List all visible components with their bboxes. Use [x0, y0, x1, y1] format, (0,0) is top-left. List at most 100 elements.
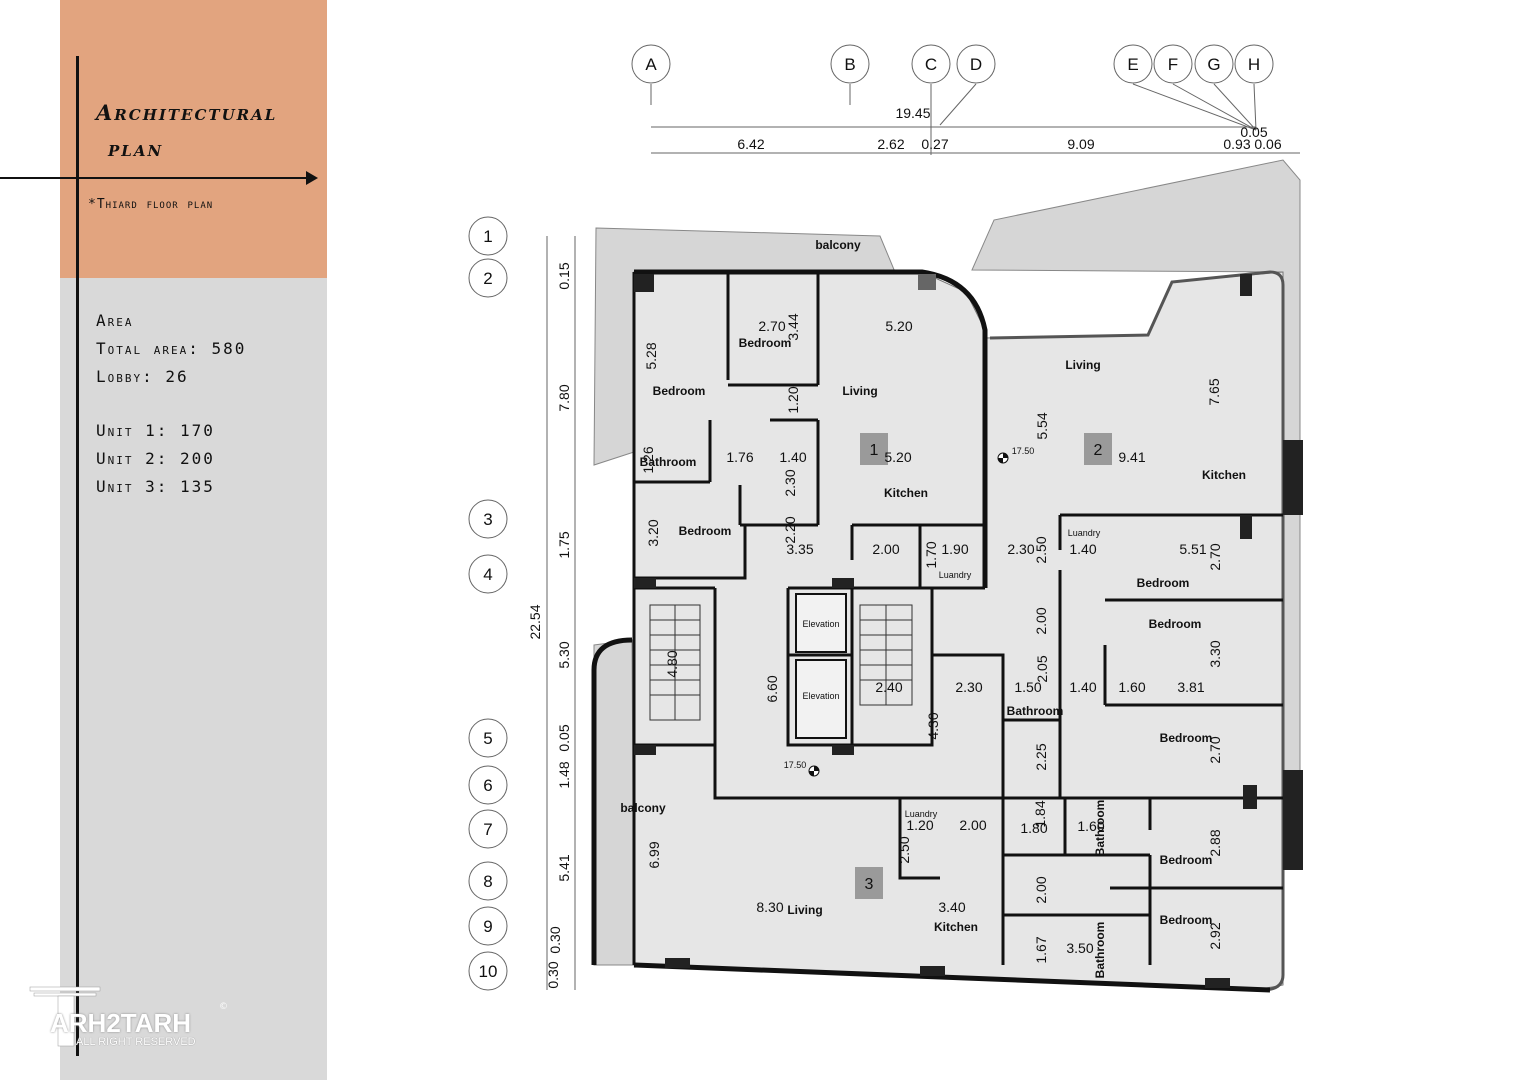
room-dimension-label: 2.00: [872, 541, 899, 557]
elevator-shafts: [795, 593, 847, 739]
left-dimension-label: 5.30: [556, 641, 572, 668]
room-dimension-label: 2.30: [1007, 541, 1034, 557]
grid-column-d: D: [956, 44, 996, 84]
room-dimension-label: 2.92: [1207, 922, 1223, 949]
room-dimension-label: 5.20: [885, 318, 912, 334]
kitchen-label: Kitchen: [1202, 468, 1246, 482]
svg-text:H: H: [1248, 55, 1260, 74]
bedroom-label: Bedroom: [679, 524, 732, 538]
sidebar: [60, 0, 327, 1080]
svg-text:17.50: 17.50: [1012, 446, 1035, 456]
room-dimension-label: 5.51: [1179, 541, 1206, 557]
svg-text:F: F: [1168, 55, 1178, 74]
left-dimension-label: 0.30: [545, 961, 561, 988]
dimension-lines: [546, 83, 1300, 990]
top-dimension-label: 0.27: [921, 136, 948, 152]
room-dimension-label: 2.30: [955, 679, 982, 695]
kitchen-label: Kitchen: [934, 920, 978, 934]
grid-row-3: 3: [468, 499, 508, 539]
svg-text:5: 5: [483, 729, 492, 748]
svg-text:7: 7: [483, 820, 492, 839]
grid-row-5: 5: [468, 718, 508, 758]
left-dimension-label: 7.80: [556, 384, 572, 411]
room-dimension-label: 1.26: [640, 446, 656, 473]
room-dimension-label: 4.30: [925, 712, 941, 739]
svg-text:3: 3: [865, 876, 874, 893]
room-dimension-label: 2.00: [1033, 607, 1049, 634]
laundry-label: Luandry: [1068, 528, 1101, 538]
balcony-label: balcony: [815, 238, 861, 252]
room-dimension-label: 1.70: [923, 541, 939, 568]
room-dimension-label: 2.00: [959, 817, 986, 833]
svg-text:1: 1: [483, 227, 492, 246]
room-dimension-label: 6.60: [764, 675, 780, 702]
room-dimension-label: 6.99: [646, 841, 662, 868]
svg-text:2: 2: [1094, 442, 1103, 459]
left-dimension-label: 0.30: [547, 926, 563, 953]
grid-column-g: G: [1194, 44, 1234, 84]
area-heading: Area: [96, 311, 134, 330]
svg-text:G: G: [1207, 55, 1220, 74]
stairs-left: [649, 604, 701, 721]
grid-column-a: A: [631, 44, 671, 84]
sidebar-vertical-line: [76, 56, 79, 1056]
room-dimension-label: 1.60: [1077, 818, 1104, 834]
room-dimension-label: 2.50: [896, 836, 912, 863]
room-dimension-label: 1.20: [906, 817, 933, 833]
logo-text: ARH2TARH: [50, 1008, 192, 1038]
room-dimension-label: 1.50: [1014, 679, 1041, 695]
left-dimension-label: 5.41: [556, 854, 572, 881]
room-dimension-label: 3.20: [645, 519, 661, 546]
grid-row-8: 8: [468, 861, 508, 901]
level-marker: 17.50: [784, 760, 820, 777]
room-dimension-label: 5.20: [884, 449, 911, 465]
exterior-wall-unit2: [989, 270, 1285, 992]
bathroom-label: Bathroom: [1093, 800, 1107, 857]
room-dimension-label: 2.30: [782, 469, 798, 496]
room-dimension-label: 3.44: [785, 313, 801, 340]
room-dimension-label: 2.00: [1033, 876, 1049, 903]
living-label: Living: [1065, 358, 1100, 372]
balcony-label: balcony: [620, 801, 666, 815]
elevation-label: Elevation: [802, 691, 839, 701]
top-dimension-label: 2.62: [877, 136, 904, 152]
bedroom-label: Bedroom: [1160, 913, 1213, 927]
left-dimension-label: 22.54: [527, 604, 543, 639]
living-label: Living: [842, 384, 877, 398]
plan-title-line1: Architectural: [96, 100, 278, 125]
room-dimension-label: 2.25: [1033, 743, 1049, 770]
left-dimension-label: 0.15: [556, 262, 572, 289]
svg-text:1: 1: [870, 442, 879, 459]
elevation-label: Elevation: [802, 619, 839, 629]
stairs-center: [859, 604, 913, 706]
level-marker: 17.50: [997, 446, 1035, 464]
grid-column-b: B: [830, 44, 870, 84]
area-unit-2: Unit 2: 200: [96, 449, 215, 468]
svg-text:6: 6: [483, 776, 492, 795]
svg-text:10: 10: [479, 962, 498, 981]
left-dimension-label: 1.75: [556, 531, 572, 558]
grid-row-1: 1: [468, 216, 508, 256]
left-dimension-label: 1.48: [556, 761, 572, 788]
room-dimension-label: 2.88: [1207, 829, 1223, 856]
grid-column-h: H: [1234, 44, 1274, 84]
room-dimension-label: 2.70: [1207, 736, 1223, 763]
room-dimension-label: 5.54: [1034, 412, 1050, 439]
top-dimension-label: 0.06: [1254, 136, 1281, 152]
bathroom-label: Bathroom: [1093, 922, 1107, 979]
svg-text:4: 4: [483, 565, 492, 584]
grid-row-6: 6: [468, 765, 508, 805]
interior-walls: [632, 272, 1283, 965]
svg-text:D: D: [970, 55, 982, 74]
room-dimension-label: 3.40: [938, 899, 965, 915]
floor-slab: [633, 271, 1284, 991]
logo-icon: [29, 986, 101, 1047]
arrow-head-icon: [306, 171, 318, 185]
room-dimension-label: 2.20: [782, 516, 798, 543]
area-unit-3: Unit 3: 135: [96, 477, 215, 496]
room-dimension-label: 2.70: [758, 318, 785, 334]
svg-text:2: 2: [483, 269, 492, 288]
exterior-wall-unit1: [634, 269, 988, 588]
logo-subtext: ALL RIGHT RESERVED: [76, 1036, 196, 1048]
room-dimension-label: 3.81: [1177, 679, 1204, 695]
